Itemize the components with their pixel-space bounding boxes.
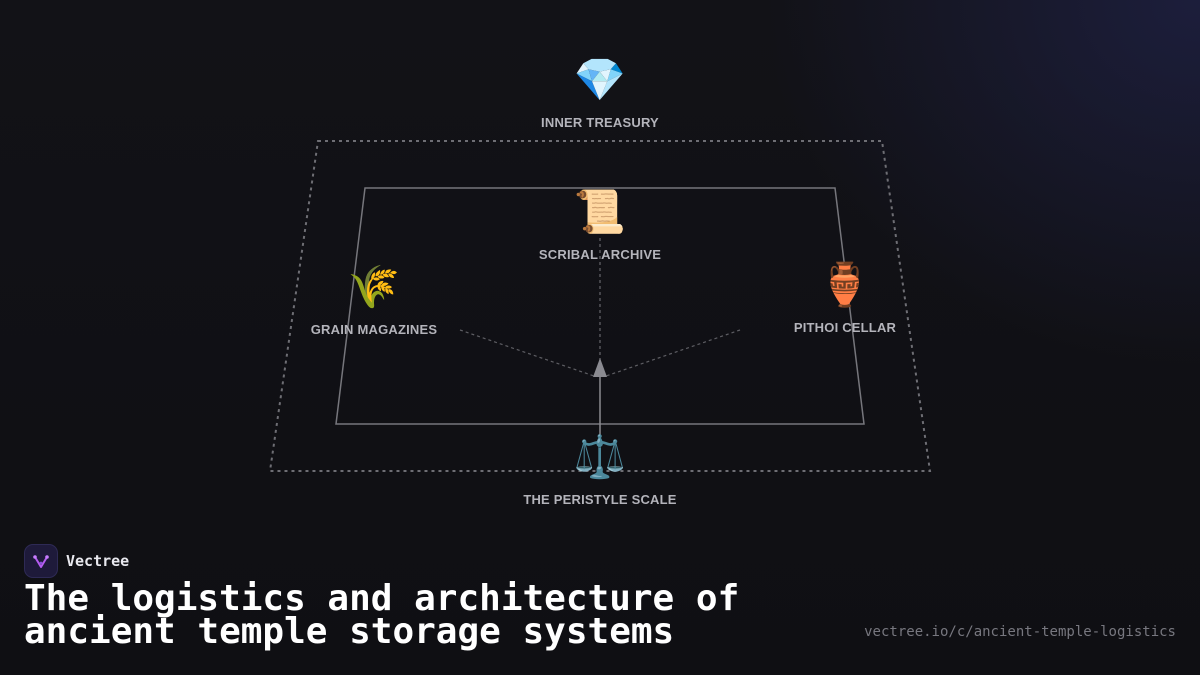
node-peristyle-scale: ⚖️ THE PERISTYLE SCALE [500, 432, 700, 507]
arrow-head [593, 358, 607, 377]
page-title: The logistics and architecture of ancien… [24, 578, 740, 652]
page-url[interactable]: vectree.io/c/ancient-temple-logistics [864, 624, 1176, 640]
balance-scale-icon: ⚖️ [573, 432, 627, 481]
gem-icon: 💎 [573, 55, 627, 104]
node-label: PITHOI CELLAR [793, 320, 897, 335]
node-pithoi-cellar: 🏺 PITHOI CELLAR [745, 260, 945, 335]
node-inner-treasury: 💎 INNER TREASURY [500, 55, 700, 130]
inner-boundary [335, 187, 865, 425]
scroll-icon: 📜 [573, 187, 627, 236]
wheat-icon: 🌾 [347, 262, 401, 311]
node-label: THE PERISTYLE SCALE [523, 492, 677, 507]
brand[interactable]: Vectree [24, 544, 129, 578]
node-grain-magazines: 🌾 GRAIN MAGAZINES [274, 262, 474, 337]
connector-pithoi [605, 329, 741, 377]
outer-boundary [268, 140, 932, 472]
connector-grain [459, 329, 595, 377]
node-label: INNER TREASURY [541, 115, 659, 130]
vectree-logo-icon [24, 544, 58, 578]
node-scribal-archive: 📜 SCRIBAL ARCHIVE [500, 187, 700, 262]
amphora-icon: 🏺 [818, 260, 872, 309]
node-label: SCRIBAL ARCHIVE [538, 247, 662, 262]
node-label: GRAIN MAGAZINES [310, 322, 438, 337]
brand-name: Vectree [66, 552, 130, 570]
